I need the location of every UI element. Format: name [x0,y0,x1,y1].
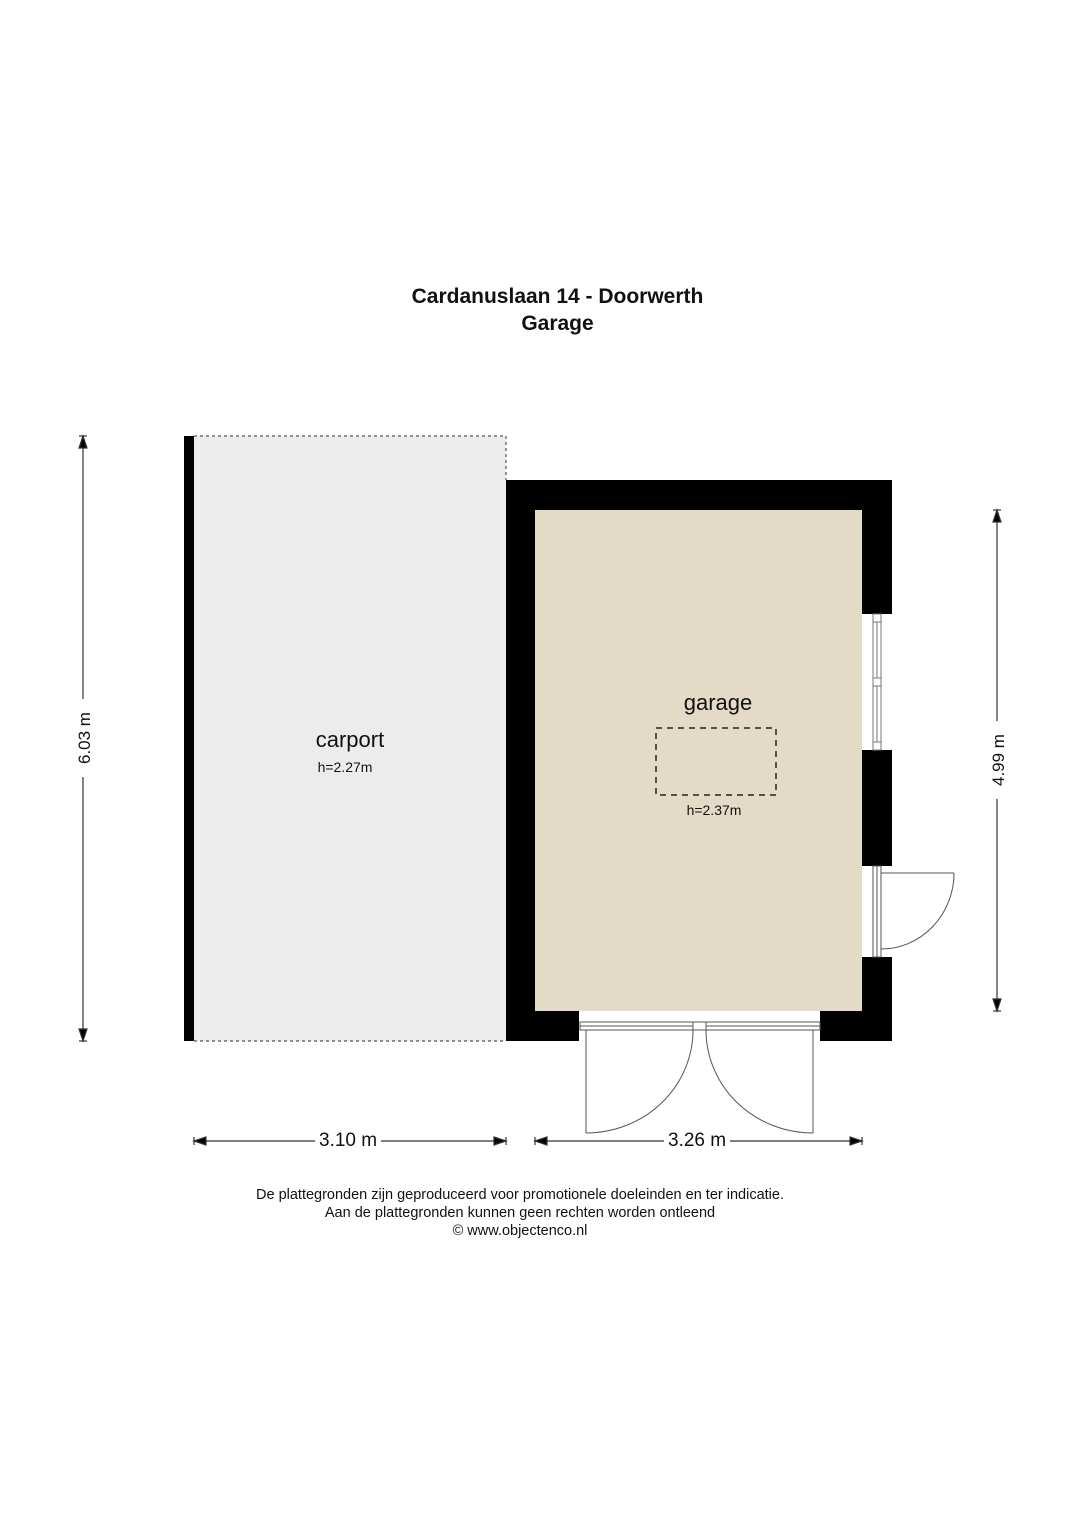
room-height-garage: h=2.37m [686,802,742,818]
garage-doors [579,1021,821,1134]
disclaimer-line-1: De plattegronden zijn geproduceerd voor … [256,1187,784,1203]
garage-dashed-outline [655,727,777,796]
plan-title: Cardanuslaan 14 - Doorwerth [411,285,704,308]
plan-subtitle: Garage [521,312,594,335]
side-door [872,865,955,958]
dimension-bottom-left: 3.10 m [315,1131,382,1151]
carport-area [184,435,507,1042]
dimension-left-vertical: 6.03 m [75,699,94,777]
copyright-link[interactable]: © www.objectenco.nl [452,1223,588,1239]
carport-wall [184,436,194,1041]
dimension-bottom-right: 3.26 m [664,1131,731,1151]
disclaimer-line-2: Aan de plattegronden kunnen geen rechten… [324,1205,716,1221]
garage-area [506,480,955,1134]
room-label-garage: garage [683,690,753,715]
window-right [872,613,882,751]
room-height-carport: h=2.27m [317,759,373,775]
dimension-right-vertical: 4.99 m [989,721,1008,799]
room-label-carport: carport [315,727,385,752]
